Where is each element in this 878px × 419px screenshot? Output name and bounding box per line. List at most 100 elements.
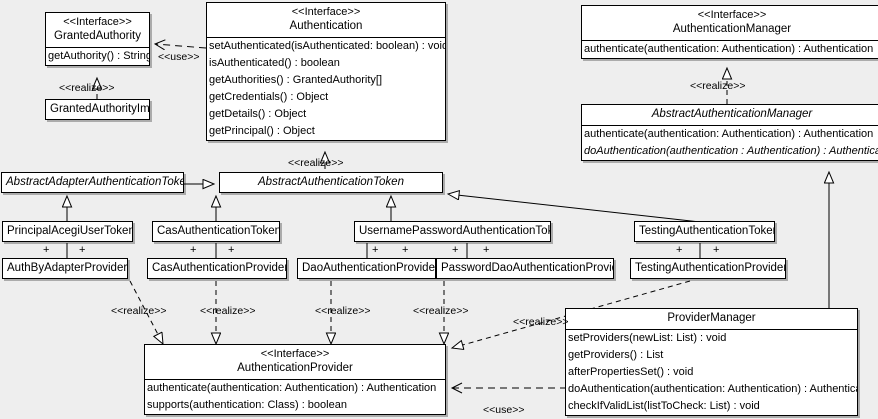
class-members: getAuthority() : String	[46, 48, 149, 65]
stereotype-label: <<Interface>>	[260, 348, 330, 360]
class-name-label: AbstractAdapterAuthenticationToken	[6, 176, 184, 188]
class-testing-authentication-token[interactable]: TestingAuthenticationToken	[634, 221, 775, 242]
class-provider-manager[interactable]: ProviderManager setProviders(newList: Li…	[565, 308, 858, 416]
member-row: supports(authentication: Class) : boolea…	[147, 399, 347, 411]
stereotype-label: <<Interface>>	[63, 16, 132, 28]
stereotype-label: <<Interface>>	[291, 6, 361, 18]
class-name-label: PrincipalAcegiUserToken	[7, 225, 133, 237]
member-row: isAuthenticated() : boolean	[209, 57, 340, 69]
class-header: CasAuthenticationToken	[153, 222, 279, 241]
class-cas-authentication-provider[interactable]: CasAuthenticationProvider	[147, 258, 287, 279]
class-header: AbstractAuthenticationToken	[220, 173, 442, 192]
member-row: getAuthority() : String	[48, 50, 150, 62]
class-members: authenticate(authentication: Authenticat…	[145, 380, 445, 414]
class-name-label: UsernamePasswordAuthenticationToken	[359, 225, 551, 237]
role-marker-plus: +	[372, 244, 379, 256]
class-header: TestingAuthenticationToken	[635, 222, 774, 241]
edge-label-realize-authentication-manager: <<realize>>	[690, 80, 746, 92]
class-abstract-authentication-manager[interactable]: AbstractAuthenticationManager authentica…	[581, 104, 878, 161]
member-row: authenticate(authentication: Authenticat…	[147, 382, 437, 394]
role-marker-plus: +	[713, 244, 720, 256]
class-name-label: AuthenticationManager	[672, 23, 792, 35]
class-header: <<Interface>> AuthenticationProvider	[145, 345, 445, 380]
member-row: doAuthentication(authentication: Authent…	[568, 383, 858, 395]
class-header: DaoAuthenticationProvider	[298, 259, 435, 278]
class-header: <<Interface>> AuthenticationManager	[582, 6, 878, 41]
class-principal-acegi-user-token[interactable]: PrincipalAcegiUserToken	[2, 221, 133, 242]
class-header: ProviderManager	[566, 309, 857, 330]
edge-generalization-testingauthenticationtoken	[448, 194, 701, 223]
class-header: UsernamePasswordAuthenticationToken	[355, 222, 550, 241]
member-row: getAuthorities() : GrantedAuthority[]	[209, 74, 383, 86]
member-row: getPrincipal() : Object	[209, 125, 315, 137]
class-authentication[interactable]: <<Interface>> Authentication setAuthenti…	[206, 2, 446, 141]
class-abstract-adapter-authentication-token[interactable]: AbstractAdapterAuthenticationToken	[1, 172, 184, 193]
class-name-label: GrantedAuthority	[54, 30, 141, 42]
edge-label-use-provider-manager: <<use>>	[483, 404, 525, 416]
class-authentication-provider[interactable]: <<Interface>> AuthenticationProvider aut…	[144, 344, 446, 415]
role-marker-plus: +	[79, 244, 86, 256]
edge-label-realize-granted-authority-impl: <<realize>>	[59, 82, 115, 94]
class-header: <<Interface>> Authentication	[207, 3, 445, 38]
class-name-label: TestingAuthenticationProvider	[635, 262, 786, 274]
class-header: <<Interface>> GrantedAuthority	[46, 13, 149, 48]
class-password-dao-authentication-provider[interactable]: PasswordDaoAuthenticationProvider	[436, 258, 614, 279]
class-username-password-authentication-token[interactable]: UsernamePasswordAuthenticationToken	[354, 221, 551, 242]
member-row: checkIfValidList(listToCheck: List) : vo…	[568, 400, 760, 412]
class-auth-by-adapter-provider[interactable]: AuthByAdapterProvider	[2, 258, 128, 279]
class-header: PrincipalAcegiUserToken	[3, 222, 132, 241]
edge-label-use-granted-authority: <<use>>	[158, 51, 200, 63]
class-abstract-authentication-token[interactable]: AbstractAuthenticationToken	[219, 172, 443, 193]
role-marker-plus: +	[228, 244, 235, 256]
role-marker-plus: +	[483, 244, 490, 256]
class-testing-authentication-provider[interactable]: TestingAuthenticationProvider	[630, 258, 786, 279]
edge-label-realize-cas-provider: <<realize>>	[200, 305, 256, 317]
class-members: authenticate(authentication: Authenticat…	[582, 41, 878, 58]
class-name-label: CasAuthenticationToken	[157, 225, 280, 237]
class-name-label: Authentication	[289, 20, 363, 32]
role-marker-plus: +	[43, 244, 50, 256]
class-authentication-manager[interactable]: <<Interface>> AuthenticationManager auth…	[581, 5, 878, 59]
role-marker-plus: +	[190, 244, 197, 256]
class-members: setAuthenticated(isAuthenticated: boolea…	[207, 38, 445, 140]
class-name-label: ProviderManager	[667, 312, 756, 324]
member-row: setProviders(newList: List) : void	[568, 332, 727, 344]
class-name-label: PasswordDaoAuthenticationProvider	[441, 262, 614, 274]
member-row: doAuthentication(authentication : Authen…	[584, 145, 878, 157]
role-marker-plus: +	[402, 244, 409, 256]
class-granted-authority[interactable]: <<Interface>> GrantedAuthority getAuthor…	[45, 12, 150, 66]
member-row: authenticate(authentication: Authenticat…	[584, 43, 874, 55]
class-dao-authentication-provider[interactable]: DaoAuthenticationProvider	[297, 258, 436, 279]
edge-label-realize-auth-by-adapter: <<realize>>	[111, 305, 167, 317]
class-header: GrantedAuthorityImpl	[46, 100, 149, 119]
class-name-label: CasAuthenticationProvider	[152, 262, 287, 274]
member-row: authenticate(authentication: Authenticat…	[584, 128, 874, 140]
class-name-label: TestingAuthenticationToken	[639, 225, 775, 237]
role-marker-plus: +	[676, 244, 683, 256]
member-row: setAuthenticated(isAuthenticated: boolea…	[209, 40, 446, 52]
member-row: getDetails() : Object	[209, 108, 307, 120]
class-granted-authority-impl[interactable]: GrantedAuthorityImpl	[45, 99, 150, 120]
class-members: authenticate(authentication: Authenticat…	[582, 126, 878, 160]
class-header: PasswordDaoAuthenticationProvider	[437, 259, 613, 278]
class-header: CasAuthenticationProvider	[148, 259, 286, 278]
class-name-label: AbstractAuthenticationManager	[651, 108, 813, 120]
edge-label-realize-authentication-token: <<realize>>	[288, 157, 344, 169]
class-header: AbstractAuthenticationManager	[582, 105, 878, 126]
edge-use-grantedauthority	[153, 39, 207, 51]
class-name-label: AuthenticationProvider	[237, 362, 353, 374]
member-row: getCredentials() : Object	[209, 91, 329, 103]
member-row: afterPropertiesSet() : void	[568, 366, 694, 378]
class-name-label: AbstractAuthenticationToken	[258, 176, 404, 188]
role-marker-plus: +	[452, 244, 459, 256]
class-name-label: DaoAuthenticationProvider	[302, 262, 436, 274]
edge-label-realize-testing-provider: <<realize>>	[513, 316, 569, 328]
class-cas-authentication-token[interactable]: CasAuthenticationToken	[152, 221, 280, 242]
class-header: AuthByAdapterProvider	[3, 259, 127, 278]
class-header: AbstractAdapterAuthenticationToken	[2, 173, 183, 192]
class-name-label: GrantedAuthorityImpl	[50, 103, 150, 115]
stereotype-label: <<Interface>>	[697, 9, 767, 21]
class-header: TestingAuthenticationProvider	[631, 259, 785, 278]
edge-label-realize-dao-provider: <<realize>>	[315, 305, 371, 317]
